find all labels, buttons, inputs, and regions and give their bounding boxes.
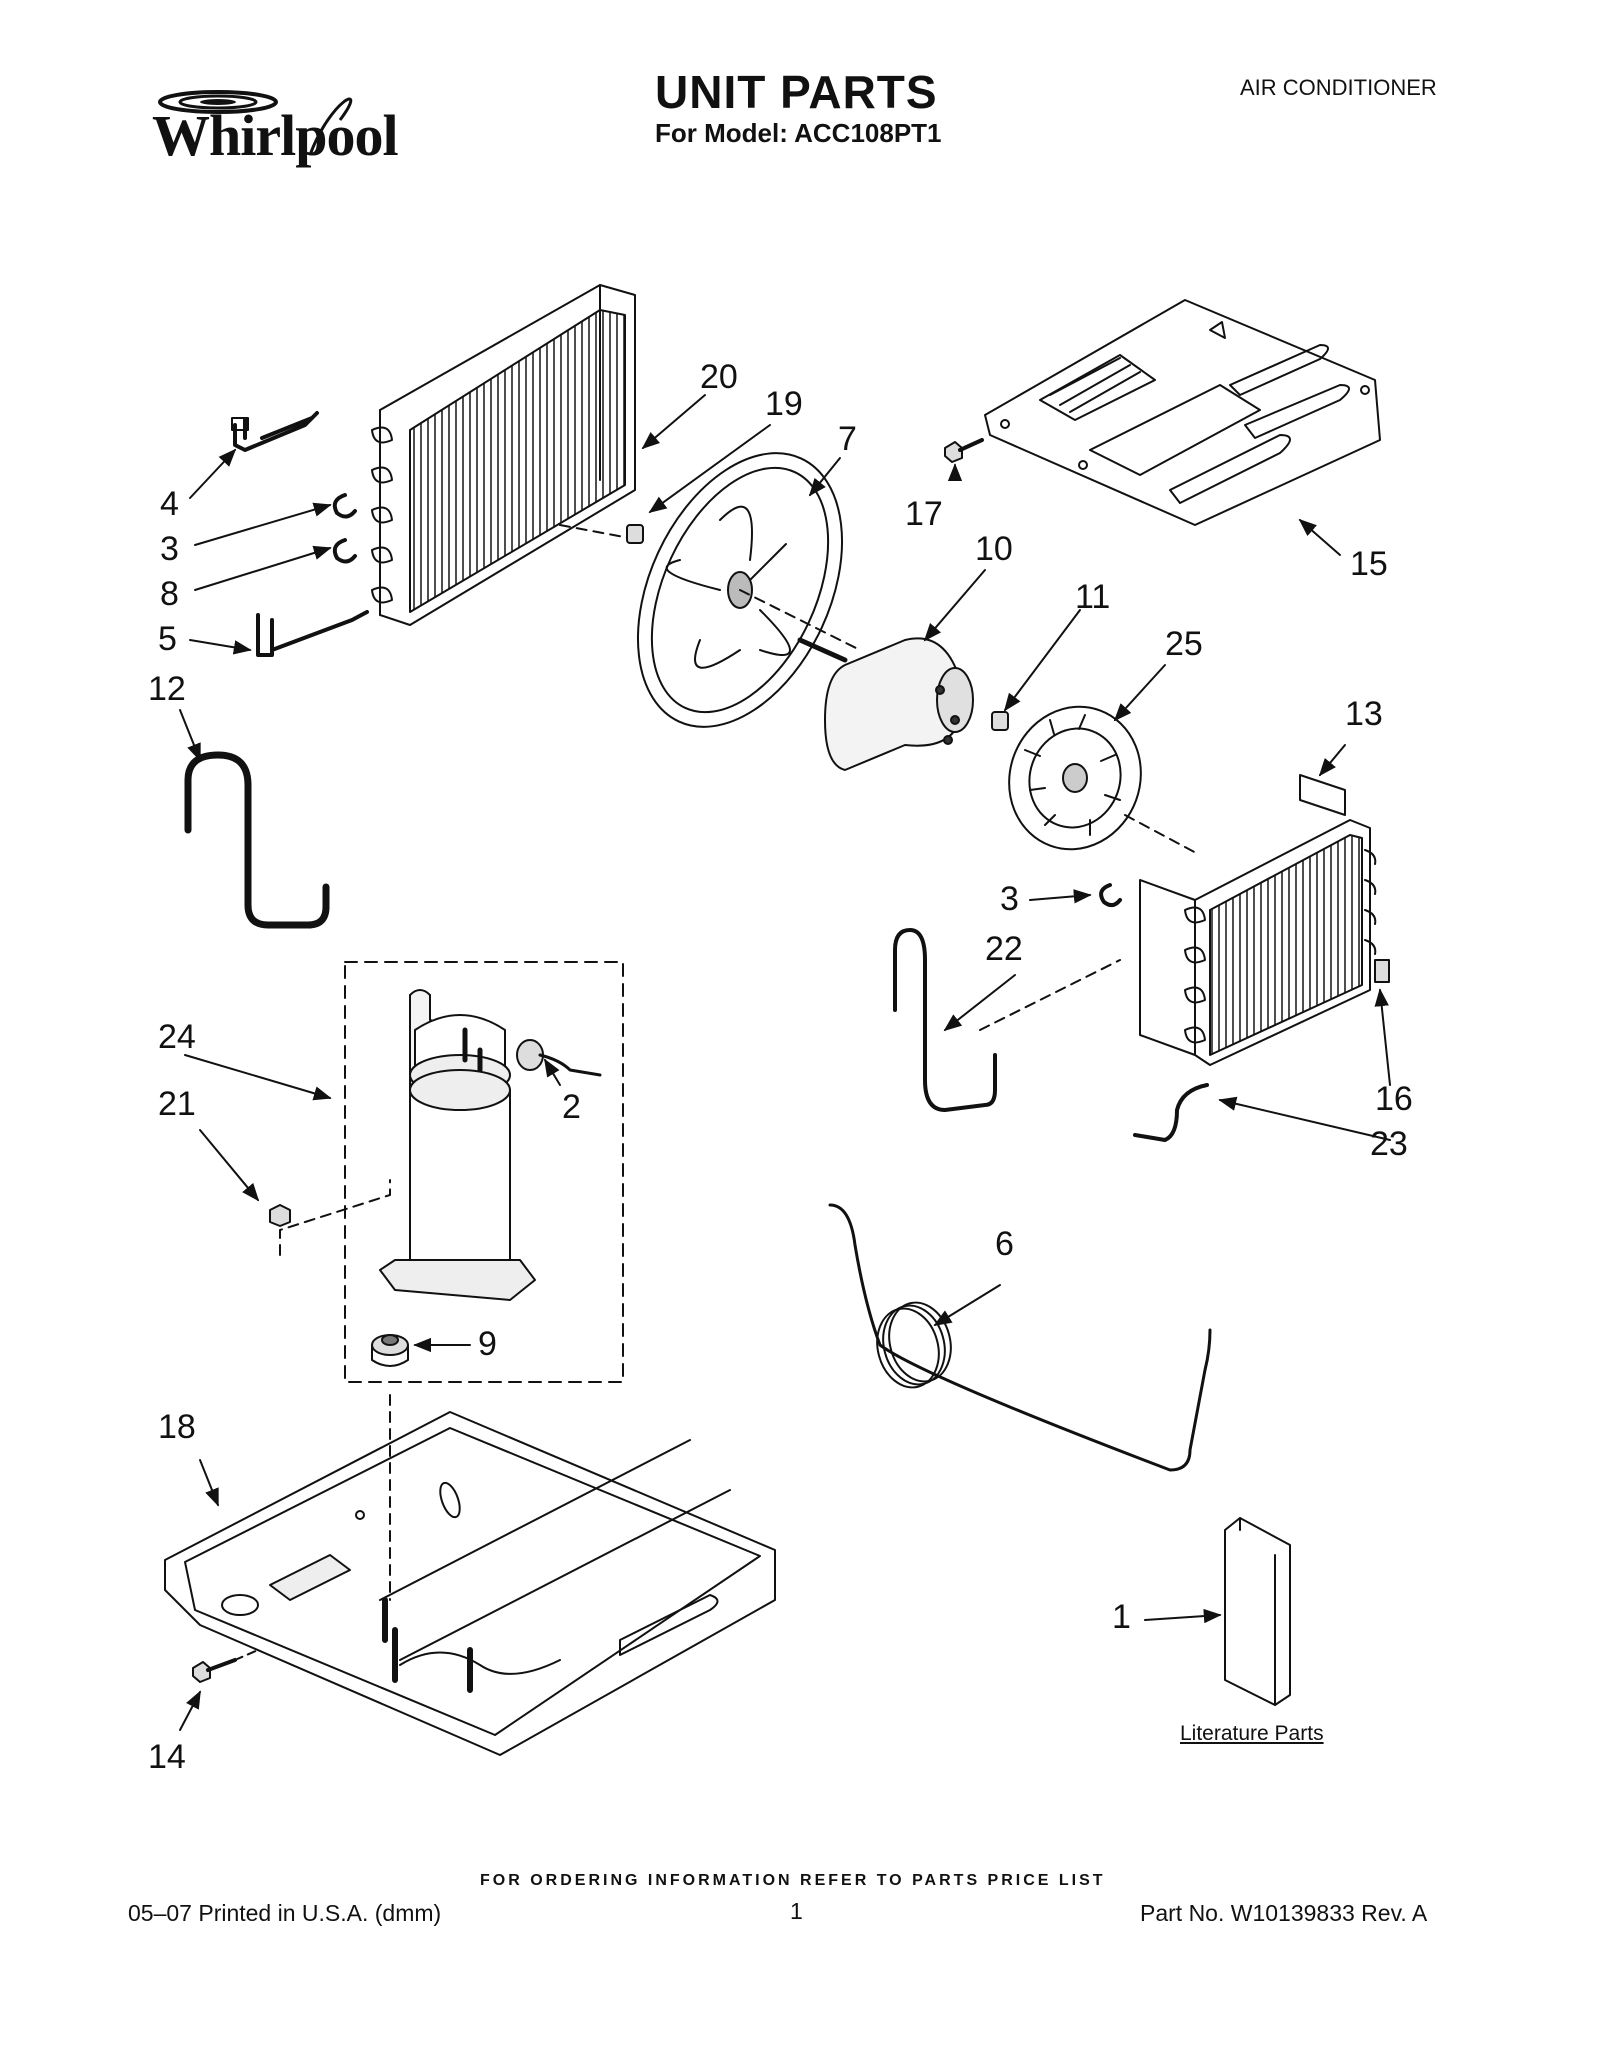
callout-2: 2 — [562, 1088, 581, 1126]
clip-3-right — [1099, 883, 1122, 907]
nut-11 — [991, 711, 1009, 731]
mount-leader-21 — [279, 1179, 391, 1256]
callout-16: 16 — [1375, 1080, 1413, 1118]
callout-18: 18 — [158, 1408, 196, 1446]
callout-11: 11 — [1075, 578, 1111, 616]
tube-12 — [184, 751, 330, 929]
callout-17: 17 — [905, 495, 943, 533]
callout-14: 14 — [148, 1738, 186, 1776]
callout-21: 21 — [158, 1085, 196, 1123]
spring-bolts — [382, 1597, 473, 1693]
clip-16 — [1374, 959, 1390, 983]
callout-6: 6 — [995, 1225, 1014, 1263]
condenser-coil — [371, 284, 641, 626]
clip-8 — [332, 538, 357, 564]
callout-leaders — [179, 394, 1391, 1731]
literature-booklet — [1224, 1517, 1291, 1706]
compressor-assembly-frame — [344, 961, 624, 1383]
screw-17 — [944, 438, 984, 463]
callout-19: 19 — [765, 385, 803, 423]
blower-wheel — [1008, 705, 1201, 856]
grommet-9 — [371, 1334, 409, 1367]
callout-9: 9 — [478, 1325, 497, 1363]
literature-parts-label: Literature Parts — [1180, 1722, 1324, 1745]
part-number: Part No. W10139833 Rev. A — [1140, 1900, 1428, 1926]
callout-8: 8 — [160, 575, 179, 613]
callout-22: 22 — [985, 930, 1023, 968]
screw-14 — [192, 1649, 259, 1683]
tube-end-4 — [231, 417, 249, 431]
callout-3-right: 3 — [1000, 880, 1019, 918]
callout-10: 10 — [975, 530, 1013, 568]
callout-25: 25 — [1165, 625, 1203, 663]
clip-3 — [332, 493, 357, 519]
tube-23 — [1133, 1083, 1209, 1142]
print-info: 05–07 Printed in U.S.A. (dmm) — [128, 1900, 442, 1926]
callout-7: 7 — [838, 420, 857, 458]
nut-19 — [626, 524, 644, 544]
callout-5: 5 — [158, 620, 177, 658]
ordering-note: FOR ORDERING INFORMATION REFER TO PARTS … — [480, 1872, 1106, 1889]
model-subtitle: For Model: ACC108PT1 — [655, 118, 942, 148]
capillary-tube-22 — [893, 928, 997, 1112]
evaporator-coil — [1139, 774, 1377, 1066]
brand-logo: Whirlpool — [140, 80, 399, 170]
callout-15: 15 — [1350, 545, 1388, 583]
tube-assembly-5 — [256, 610, 369, 657]
callout-4: 4 — [160, 485, 179, 523]
callout-23: 23 — [1370, 1125, 1408, 1163]
capillary-coil-6 — [828, 1203, 1212, 1472]
brand-name: Whirlpool — [152, 103, 399, 168]
callout-24: 24 — [158, 1018, 196, 1056]
callout-1: 1 — [1112, 1598, 1131, 1636]
top-cover-pan — [984, 299, 1381, 526]
fan-blade-assembly — [636, 452, 861, 728]
swirl-logo-icon — [158, 90, 353, 156]
compressor — [379, 989, 536, 1301]
coil-return-bends — [371, 426, 393, 604]
base-pan — [164, 1394, 776, 1756]
product-category: AIR CONDITIONER — [1240, 75, 1437, 100]
nut-21 — [269, 1204, 291, 1227]
callout-3: 3 — [160, 530, 179, 568]
callout-12: 12 — [148, 670, 186, 708]
page-number: 1 — [790, 1898, 803, 1924]
page-title: UNIT PARTS — [655, 66, 938, 118]
fan-motor — [797, 637, 974, 771]
callout-20: 20 — [700, 358, 738, 396]
callout-13: 13 — [1345, 695, 1383, 733]
overload-protector-2 — [516, 1039, 602, 1077]
